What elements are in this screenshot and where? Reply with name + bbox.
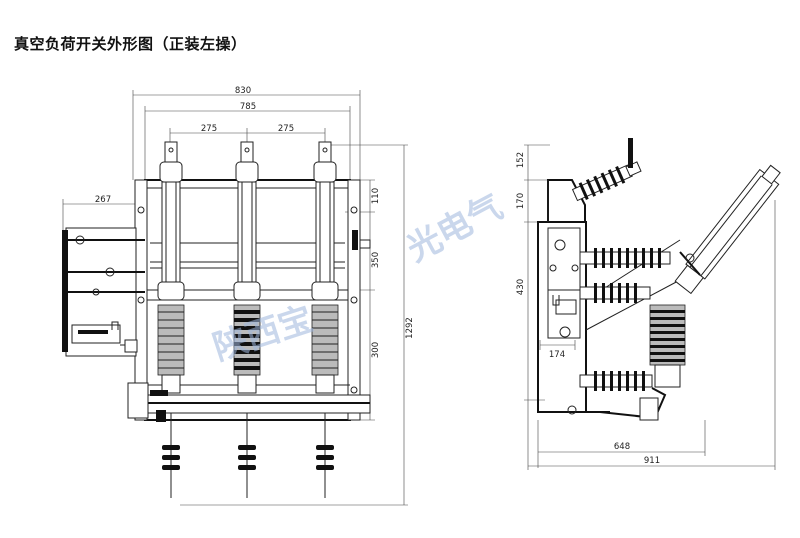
dim-side-depth: 648 <box>614 442 630 452</box>
side-watermark: 光电气 <box>400 187 509 270</box>
left-operating-mechanism <box>62 227 168 422</box>
side-insulators <box>571 138 671 391</box>
dim-front-lower-segment: 300 <box>371 342 381 358</box>
side-blade-assembly <box>674 164 781 295</box>
dim-front-total-width: 830 <box>235 86 251 96</box>
page-title: 真空负荷开关外形图（正装左操） <box>14 35 247 53</box>
pole-right <box>311 141 339 498</box>
dim-front-middle-segment: 350 <box>371 252 381 268</box>
front-view: 830 785 275 275 267 110 350 300 <box>62 86 415 506</box>
dim-side-middle-segment: 430 <box>516 279 526 295</box>
dim-side-upper-segment: 170 <box>516 193 526 209</box>
dim-left-offset: 267 <box>95 195 111 205</box>
side-left-dimensions: 152 170 430 <box>516 144 550 401</box>
front-right-dimensions: 110 350 300 1292 <box>180 144 415 506</box>
front-top-dimensions: 830 785 275 275 267 <box>62 86 361 230</box>
dim-mechanism-width: 174 <box>549 350 565 360</box>
watermark-text-side: 光电气 <box>400 187 509 270</box>
watermark-text-front: 陕西宝 <box>208 299 317 369</box>
side-view: 152 170 430 174 648 911 <box>516 138 781 470</box>
dim-pole-spacing-1: 275 <box>201 124 217 134</box>
side-interrupter <box>599 304 686 421</box>
pole-left <box>157 141 185 498</box>
pole-middle <box>233 141 261 498</box>
side-bottom-dimensions: 174 648 911 <box>527 200 776 470</box>
dim-front-total-height: 1292 <box>405 317 415 339</box>
dim-side-total-depth: 911 <box>644 456 660 466</box>
front-watermark: 陕西宝 <box>208 299 317 369</box>
side-frame <box>537 179 681 415</box>
dim-front-top-segment: 110 <box>371 188 381 204</box>
dim-side-top-segment: 152 <box>516 152 526 168</box>
dim-pole-spacing-2: 275 <box>278 124 294 134</box>
dim-front-inner-width: 785 <box>240 102 256 112</box>
